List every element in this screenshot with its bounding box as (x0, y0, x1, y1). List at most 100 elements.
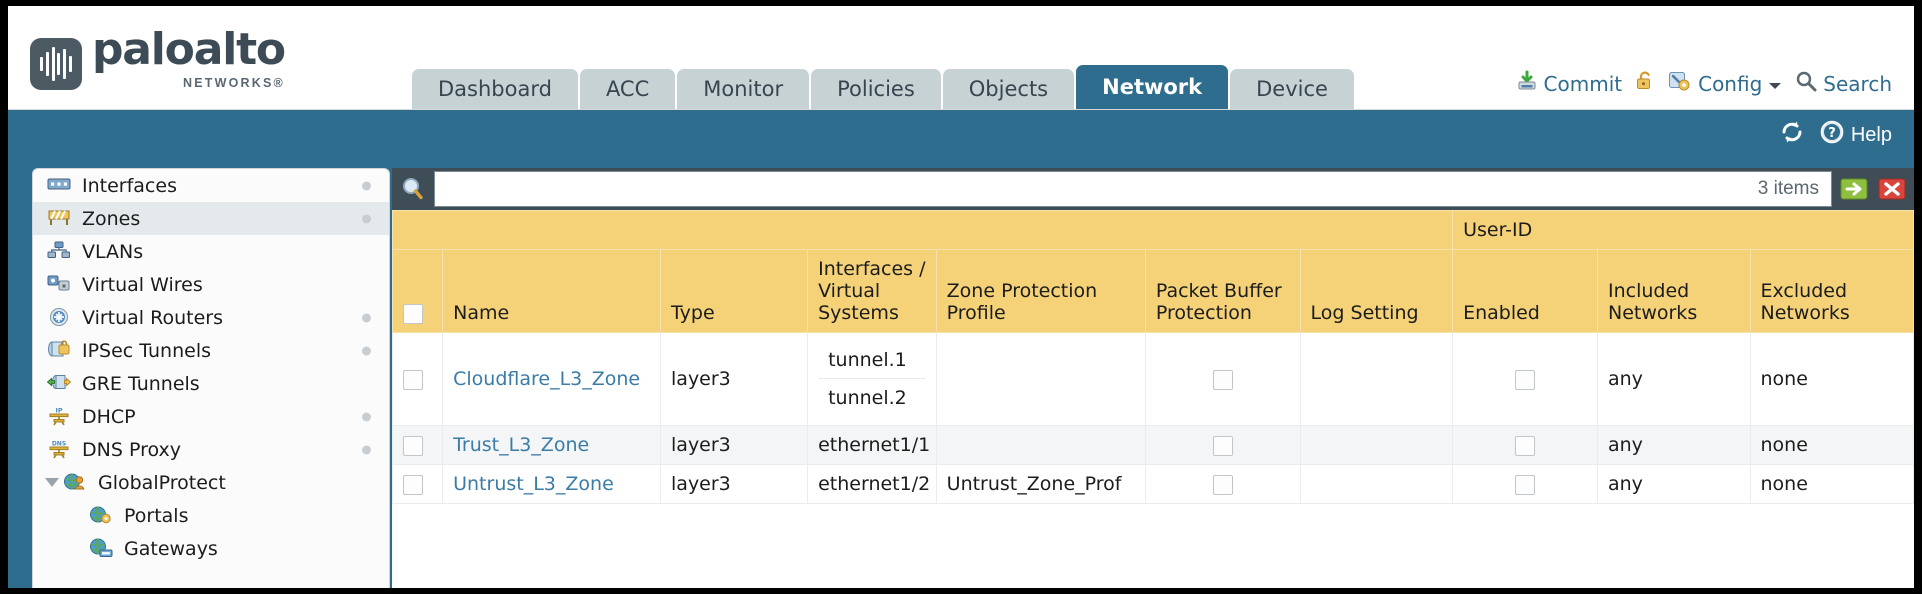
virtual-routers-icon (47, 307, 73, 329)
cell-excluded-networks: none (1749, 464, 1914, 504)
column-header-included-networks[interactable]: Included Networks (1596, 249, 1751, 333)
cell-included-networks: any (1596, 425, 1751, 465)
globalprotect-icon (63, 472, 89, 494)
tab-device[interactable]: Device (1230, 69, 1354, 109)
column-header-enabled[interactable]: Enabled (1452, 249, 1598, 333)
dns-proxy-icon: DNS (47, 439, 73, 461)
sidebar-item-dhcp[interactable]: IP DHCP (33, 400, 389, 433)
userid-enabled-checkbox[interactable] (1515, 369, 1536, 390)
tab-monitor[interactable]: Monitor (677, 69, 810, 109)
sidebar-item-gre-tunnels[interactable]: GRE Tunnels (33, 367, 389, 400)
cell-userid-enabled (1452, 425, 1598, 465)
cell-excluded-networks: none (1749, 425, 1914, 465)
zone-link[interactable]: Trust_L3_Zone (453, 434, 590, 456)
commit-download-icon (1516, 70, 1538, 97)
config-label: Config (1698, 71, 1763, 96)
expand-collapse-triangle-icon[interactable] (45, 478, 59, 487)
column-header-name[interactable]: Name (442, 249, 662, 333)
sidebar-item-label: GlobalProtect (98, 471, 226, 494)
userid-enabled-checkbox[interactable] (1515, 474, 1536, 495)
row-checkbox[interactable] (403, 435, 423, 456)
sidebar-item-vlans[interactable]: VLANs (33, 235, 389, 268)
brand-logo[interactable]: paloalto NETWORKS® (30, 24, 286, 90)
zones-icon (47, 208, 73, 230)
status-dot (362, 346, 371, 355)
packet-buffer-protection-checkbox[interactable] (1212, 474, 1233, 495)
cell-packet-buffer-protection (1144, 425, 1301, 465)
cell-interfaces: ethernet1/2 (807, 464, 937, 504)
apply-filter-button[interactable] (1838, 173, 1870, 205)
userid-enabled-checkbox[interactable] (1515, 435, 1536, 456)
portals-icon (89, 505, 115, 527)
sidebar-item-label: DNS Proxy (82, 438, 181, 461)
sidebar-item-interfaces[interactable]: Interfaces (33, 169, 389, 202)
cell-type: layer3 (660, 332, 809, 426)
dhcp-icon: IP (47, 406, 73, 428)
brand-name: paloalto (92, 24, 286, 75)
sidebar-item-virtual-wires[interactable]: Virtual Wires (33, 268, 389, 301)
tab-objects[interactable]: Objects (942, 69, 1075, 109)
unlocked-padlock-icon[interactable] (1635, 70, 1655, 97)
tab-dashboard[interactable]: Dashboard (412, 69, 578, 109)
virtual-wires-icon (47, 274, 73, 296)
refresh-icon[interactable] (1779, 120, 1805, 150)
cell-type: layer3 (660, 464, 809, 504)
app-window: paloalto NETWORKS® Dashboard ACC Monitor… (8, 6, 1914, 588)
sidebar-item-label: Virtual Wires (82, 273, 203, 296)
sidebar-item-label: IPSec Tunnels (82, 339, 212, 362)
clear-filter-button[interactable] (1876, 173, 1908, 205)
gateways-icon (89, 538, 115, 560)
chevron-down-icon (1768, 72, 1782, 96)
sidebar-item-zones[interactable]: Zones (33, 202, 389, 235)
sidebar-item-globalprotect[interactable]: GlobalProtect (33, 466, 389, 499)
sidebar-item-gateways[interactable]: Gateways (33, 532, 389, 565)
cell-name: Trust_L3_Zone (442, 425, 662, 465)
packet-buffer-protection-checkbox[interactable] (1212, 369, 1233, 390)
commit-label: Commit (1543, 71, 1623, 96)
table-row[interactable]: Untrust_L3_Zone layer3 ethernet1/2 Untru… (392, 464, 1914, 504)
cell-log-setting (1299, 425, 1454, 465)
select-all-checkbox[interactable] (403, 303, 423, 324)
row-checkbox[interactable] (403, 474, 423, 495)
vlans-icon (47, 241, 73, 263)
filter-search-icon[interactable] (398, 176, 428, 202)
search-button[interactable]: Search (1795, 70, 1892, 97)
zone-link[interactable]: Cloudflare_L3_Zone (453, 368, 641, 390)
filter-input[interactable]: 3 items (434, 171, 1832, 207)
help-question-icon: ? (1820, 120, 1844, 150)
tab-acc[interactable]: ACC (579, 69, 676, 109)
tab-network[interactable]: Network (1076, 65, 1229, 109)
zones-panel: 3 items (392, 168, 1914, 588)
cell-type: layer3 (660, 425, 809, 465)
network-sidebar: Interfaces Zones (32, 168, 390, 588)
table-row[interactable]: Trust_L3_Zone layer3 ethernet1/1 (392, 425, 1914, 465)
column-header-zone-protection-profile[interactable]: Zone Protection Profile (935, 249, 1146, 333)
cell-interfaces: tunnel.1 tunnel.2 (807, 332, 937, 426)
table-row[interactable]: Cloudflare_L3_Zone layer3 tunnel.1 tunne… (392, 332, 1914, 426)
commit-button[interactable]: Commit (1516, 70, 1623, 97)
packet-buffer-protection-checkbox[interactable] (1212, 435, 1233, 456)
svg-text:IP: IP (55, 406, 62, 414)
sidebar-item-ipsec-tunnels[interactable]: IPSec Tunnels (33, 334, 389, 367)
tab-policies[interactable]: Policies (811, 69, 941, 109)
column-header-log-setting[interactable]: Log Setting (1299, 249, 1454, 333)
config-menu[interactable]: Config (1668, 70, 1782, 97)
zone-link[interactable]: Untrust_L3_Zone (453, 473, 614, 495)
row-checkbox[interactable] (403, 369, 423, 390)
svg-text:?: ? (1828, 126, 1836, 141)
column-header-excluded-networks[interactable]: Excluded Networks (1749, 249, 1914, 333)
sidebar-item-label: Portals (124, 504, 189, 527)
column-header-packet-buffer-protection[interactable]: Packet Buffer Protection (1144, 249, 1301, 333)
sub-toolbar: ? Help (8, 110, 1914, 168)
sidebar-item-dns-proxy[interactable]: DNS DNS Proxy (33, 433, 389, 466)
help-label: Help (1850, 123, 1892, 146)
cell-zone-protection-profile (935, 425, 1146, 465)
help-button[interactable]: ? Help (1820, 120, 1892, 150)
sidebar-item-virtual-routers[interactable]: Virtual Routers (33, 301, 389, 334)
sidebar-item-portals[interactable]: Portals (33, 499, 389, 532)
cell-zone-protection-profile (935, 332, 1146, 426)
column-header-interfaces[interactable]: Interfaces / Virtual Systems (807, 249, 937, 333)
top-header: paloalto NETWORKS® Dashboard ACC Monitor… (8, 6, 1914, 110)
column-header-type[interactable]: Type (660, 249, 809, 333)
main-navigation: Dashboard ACC Monitor Policies Objects N… (412, 65, 1354, 109)
